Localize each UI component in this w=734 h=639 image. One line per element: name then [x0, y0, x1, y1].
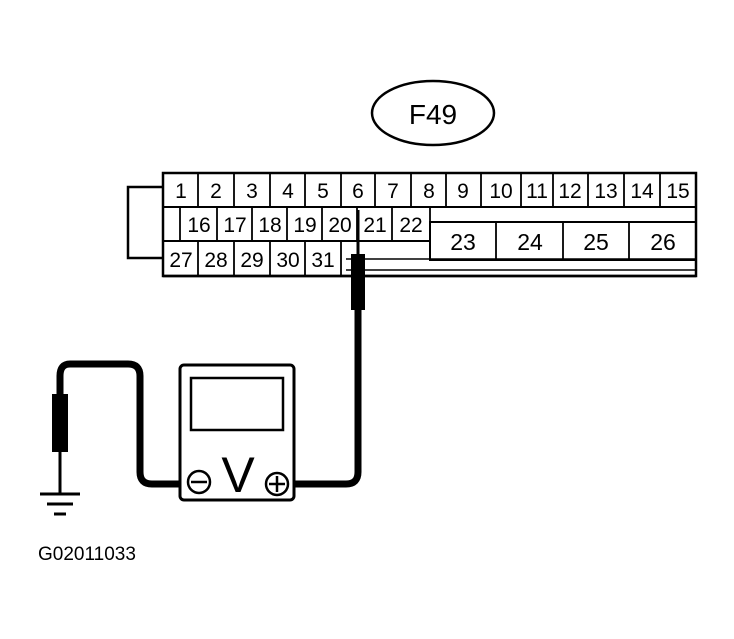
- pin-14: 14: [630, 180, 654, 203]
- pin-26: 26: [650, 229, 676, 255]
- pin-4: 4: [282, 180, 294, 203]
- pin-30: 30: [276, 249, 299, 272]
- pin-10: 10: [489, 180, 512, 203]
- connector-row-1: 1 2 3 4 5 6 7 8 9 10 11 12 13 14 15: [175, 180, 690, 203]
- connector-label: F49: [370, 79, 496, 147]
- figure-id: G02011033: [38, 544, 136, 565]
- pin-21: 21: [363, 214, 386, 237]
- pin-15: 15: [666, 180, 689, 203]
- pin-20: 20: [328, 214, 351, 237]
- pin-19: 19: [293, 214, 316, 237]
- pin-11: 11: [526, 180, 548, 203]
- positive-terminal-icon: [264, 471, 290, 497]
- ground-icon: [40, 492, 80, 516]
- negative-terminal-icon: [186, 469, 212, 495]
- pin-22: 22: [399, 214, 422, 237]
- connector-label-text: F49: [409, 99, 457, 130]
- pin-7: 7: [387, 180, 399, 203]
- connector-row-2: 16 17 18 19 20 21 22: [187, 214, 422, 237]
- pin-9: 9: [457, 180, 469, 203]
- connector-large-pins: 23 24 25 26: [450, 229, 676, 255]
- pin-5: 5: [317, 180, 329, 203]
- pin-8: 8: [423, 180, 435, 203]
- pin-13: 13: [594, 180, 617, 203]
- positive-probe: [288, 210, 365, 488]
- connector-body: [126, 171, 698, 278]
- voltmeter-symbol: V: [221, 447, 255, 503]
- pin-6: 6: [352, 180, 364, 203]
- pin-2: 2: [210, 180, 222, 203]
- pin-27: 27: [169, 249, 192, 272]
- pin-17: 17: [223, 214, 246, 237]
- pin-12: 12: [558, 180, 581, 203]
- negative-probe: [52, 360, 190, 494]
- voltmeter: V: [178, 363, 296, 503]
- pin-31: 31: [311, 249, 334, 272]
- pin-1: 1: [175, 180, 187, 203]
- pin-16: 16: [187, 214, 210, 237]
- connector-row-3: 27 28 29 30 31: [169, 249, 334, 272]
- pin-18: 18: [258, 214, 281, 237]
- pin-23: 23: [450, 229, 476, 255]
- voltmeter-display: [189, 376, 285, 432]
- pin-28: 28: [204, 249, 227, 272]
- pin-25: 25: [583, 229, 609, 255]
- pin-24: 24: [517, 229, 543, 255]
- pin-3: 3: [246, 180, 258, 203]
- pin-29: 29: [240, 249, 263, 272]
